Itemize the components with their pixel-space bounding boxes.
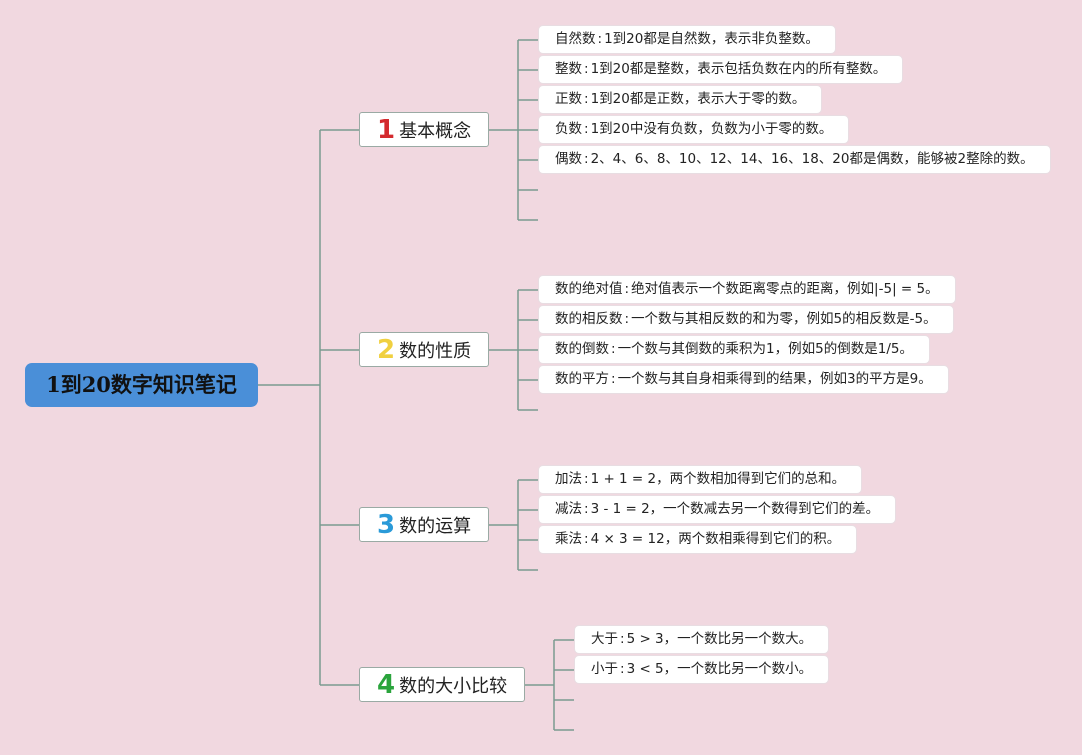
- leaf-desc: 2、4、6、8、10、12、14、16、18、20都是偶数，能够被2整除的数。: [590, 151, 1034, 167]
- leaf-opposite[interactable]: 数的相反数:一个数与其相反数的和为零，例如5的相反数是-5。: [538, 305, 954, 334]
- leaf-desc: 1到20中没有负数，负数为小于零的数。: [590, 121, 833, 137]
- leaf-term: 数的相反数: [555, 311, 623, 327]
- leaf-greater-than[interactable]: 大于:5 > 3，一个数比另一个数大。: [574, 625, 830, 654]
- leaf-term: 整数: [555, 61, 582, 77]
- leaf-term: 偶数: [555, 151, 582, 167]
- leaf-term: 负数: [555, 121, 582, 137]
- leaf-less-than[interactable]: 小于:3 < 5，一个数比另一个数小。: [574, 655, 830, 684]
- leaf-reciprocal[interactable]: 数的倒数:一个数与其倒数的乘积为1，例如5的倒数是1/5。: [538, 335, 930, 364]
- branch-label: 数的性质: [399, 340, 472, 362]
- leaf-integer[interactable]: 整数:1到20都是整数，表示包括负数在内的所有整数。: [538, 55, 904, 84]
- leaf-desc: 3 - 1 = 2，一个数减去另一个数得到它们的差。: [590, 501, 880, 517]
- leaf-absolute-value[interactable]: 数的绝对值:绝对值表示一个数距离零点的距离，例如|-5| = 5。: [538, 275, 956, 304]
- leaf-negative[interactable]: 负数:1到20中没有负数，负数为小于零的数。: [538, 115, 850, 144]
- number-4-icon: 4: [377, 669, 396, 700]
- leaf-addition[interactable]: 加法:1 + 1 = 2，两个数相加得到它们的总和。: [538, 465, 863, 494]
- leaf-term: 减法: [555, 501, 582, 517]
- branch-comparison[interactable]: 4 数的大小比较: [359, 667, 525, 702]
- leaf-term: 大于: [591, 631, 618, 647]
- leaf-desc: 5 > 3，一个数比另一个数大。: [626, 631, 813, 647]
- leaf-desc: 4 × 3 = 12，两个数相乘得到它们的积。: [590, 531, 841, 547]
- leaf-term: 正数: [555, 91, 582, 107]
- branch-label: 数的大小比较: [399, 675, 508, 697]
- leaf-term: 自然数: [555, 31, 596, 47]
- leaf-desc: 1 + 1 = 2，两个数相加得到它们的总和。: [590, 471, 846, 487]
- number-1-icon: 1: [377, 114, 396, 145]
- branch-label: 基本概念: [399, 120, 472, 142]
- number-3-icon: 3: [377, 509, 396, 540]
- leaf-desc: 一个数与其自身相乘得到的结果，例如3的平方是9。: [617, 371, 932, 387]
- leaf-term: 乘法: [555, 531, 582, 547]
- leaf-natural-number[interactable]: 自然数:1到20都是自然数，表示非负整数。: [538, 25, 836, 54]
- leaf-square[interactable]: 数的平方:一个数与其自身相乘得到的结果，例如3的平方是9。: [538, 365, 949, 394]
- leaf-desc: 1到20都是自然数，表示非负整数。: [604, 31, 819, 47]
- branch-operations[interactable]: 3 数的运算: [359, 507, 489, 542]
- branch-basic-concepts[interactable]: 1 基本概念: [359, 112, 489, 147]
- number-2-icon: 2: [377, 334, 396, 365]
- leaf-desc: 一个数与其相反数的和为零，例如5的相反数是-5。: [631, 311, 937, 327]
- branch-label: 数的运算: [399, 515, 472, 537]
- root-topic[interactable]: 1到20数字知识笔记: [25, 363, 258, 407]
- leaf-term: 数的绝对值: [555, 281, 623, 297]
- leaf-desc: 绝对值表示一个数距离零点的距离，例如|-5| = 5。: [631, 281, 939, 297]
- leaf-term: 小于: [591, 661, 618, 677]
- leaf-desc: 一个数与其倒数的乘积为1，例如5的倒数是1/5。: [617, 341, 913, 357]
- leaf-term: 数的倒数: [555, 341, 609, 357]
- leaf-even[interactable]: 偶数:2、4、6、8、10、12、14、16、18、20都是偶数，能够被2整除的…: [538, 145, 1051, 174]
- branch-number-properties[interactable]: 2 数的性质: [359, 332, 489, 367]
- leaf-desc: 3 < 5，一个数比另一个数小。: [626, 661, 813, 677]
- leaf-term: 加法: [555, 471, 582, 487]
- leaf-multiplication[interactable]: 乘法:4 × 3 = 12，两个数相乘得到它们的积。: [538, 525, 858, 554]
- leaf-desc: 1到20都是正数，表示大于零的数。: [590, 91, 806, 107]
- leaf-subtraction[interactable]: 减法:3 - 1 = 2，一个数减去另一个数得到它们的差。: [538, 495, 897, 524]
- leaf-positive[interactable]: 正数:1到20都是正数，表示大于零的数。: [538, 85, 823, 114]
- leaf-term: 数的平方: [555, 371, 609, 387]
- leaf-desc: 1到20都是整数，表示包括负数在内的所有整数。: [590, 61, 887, 77]
